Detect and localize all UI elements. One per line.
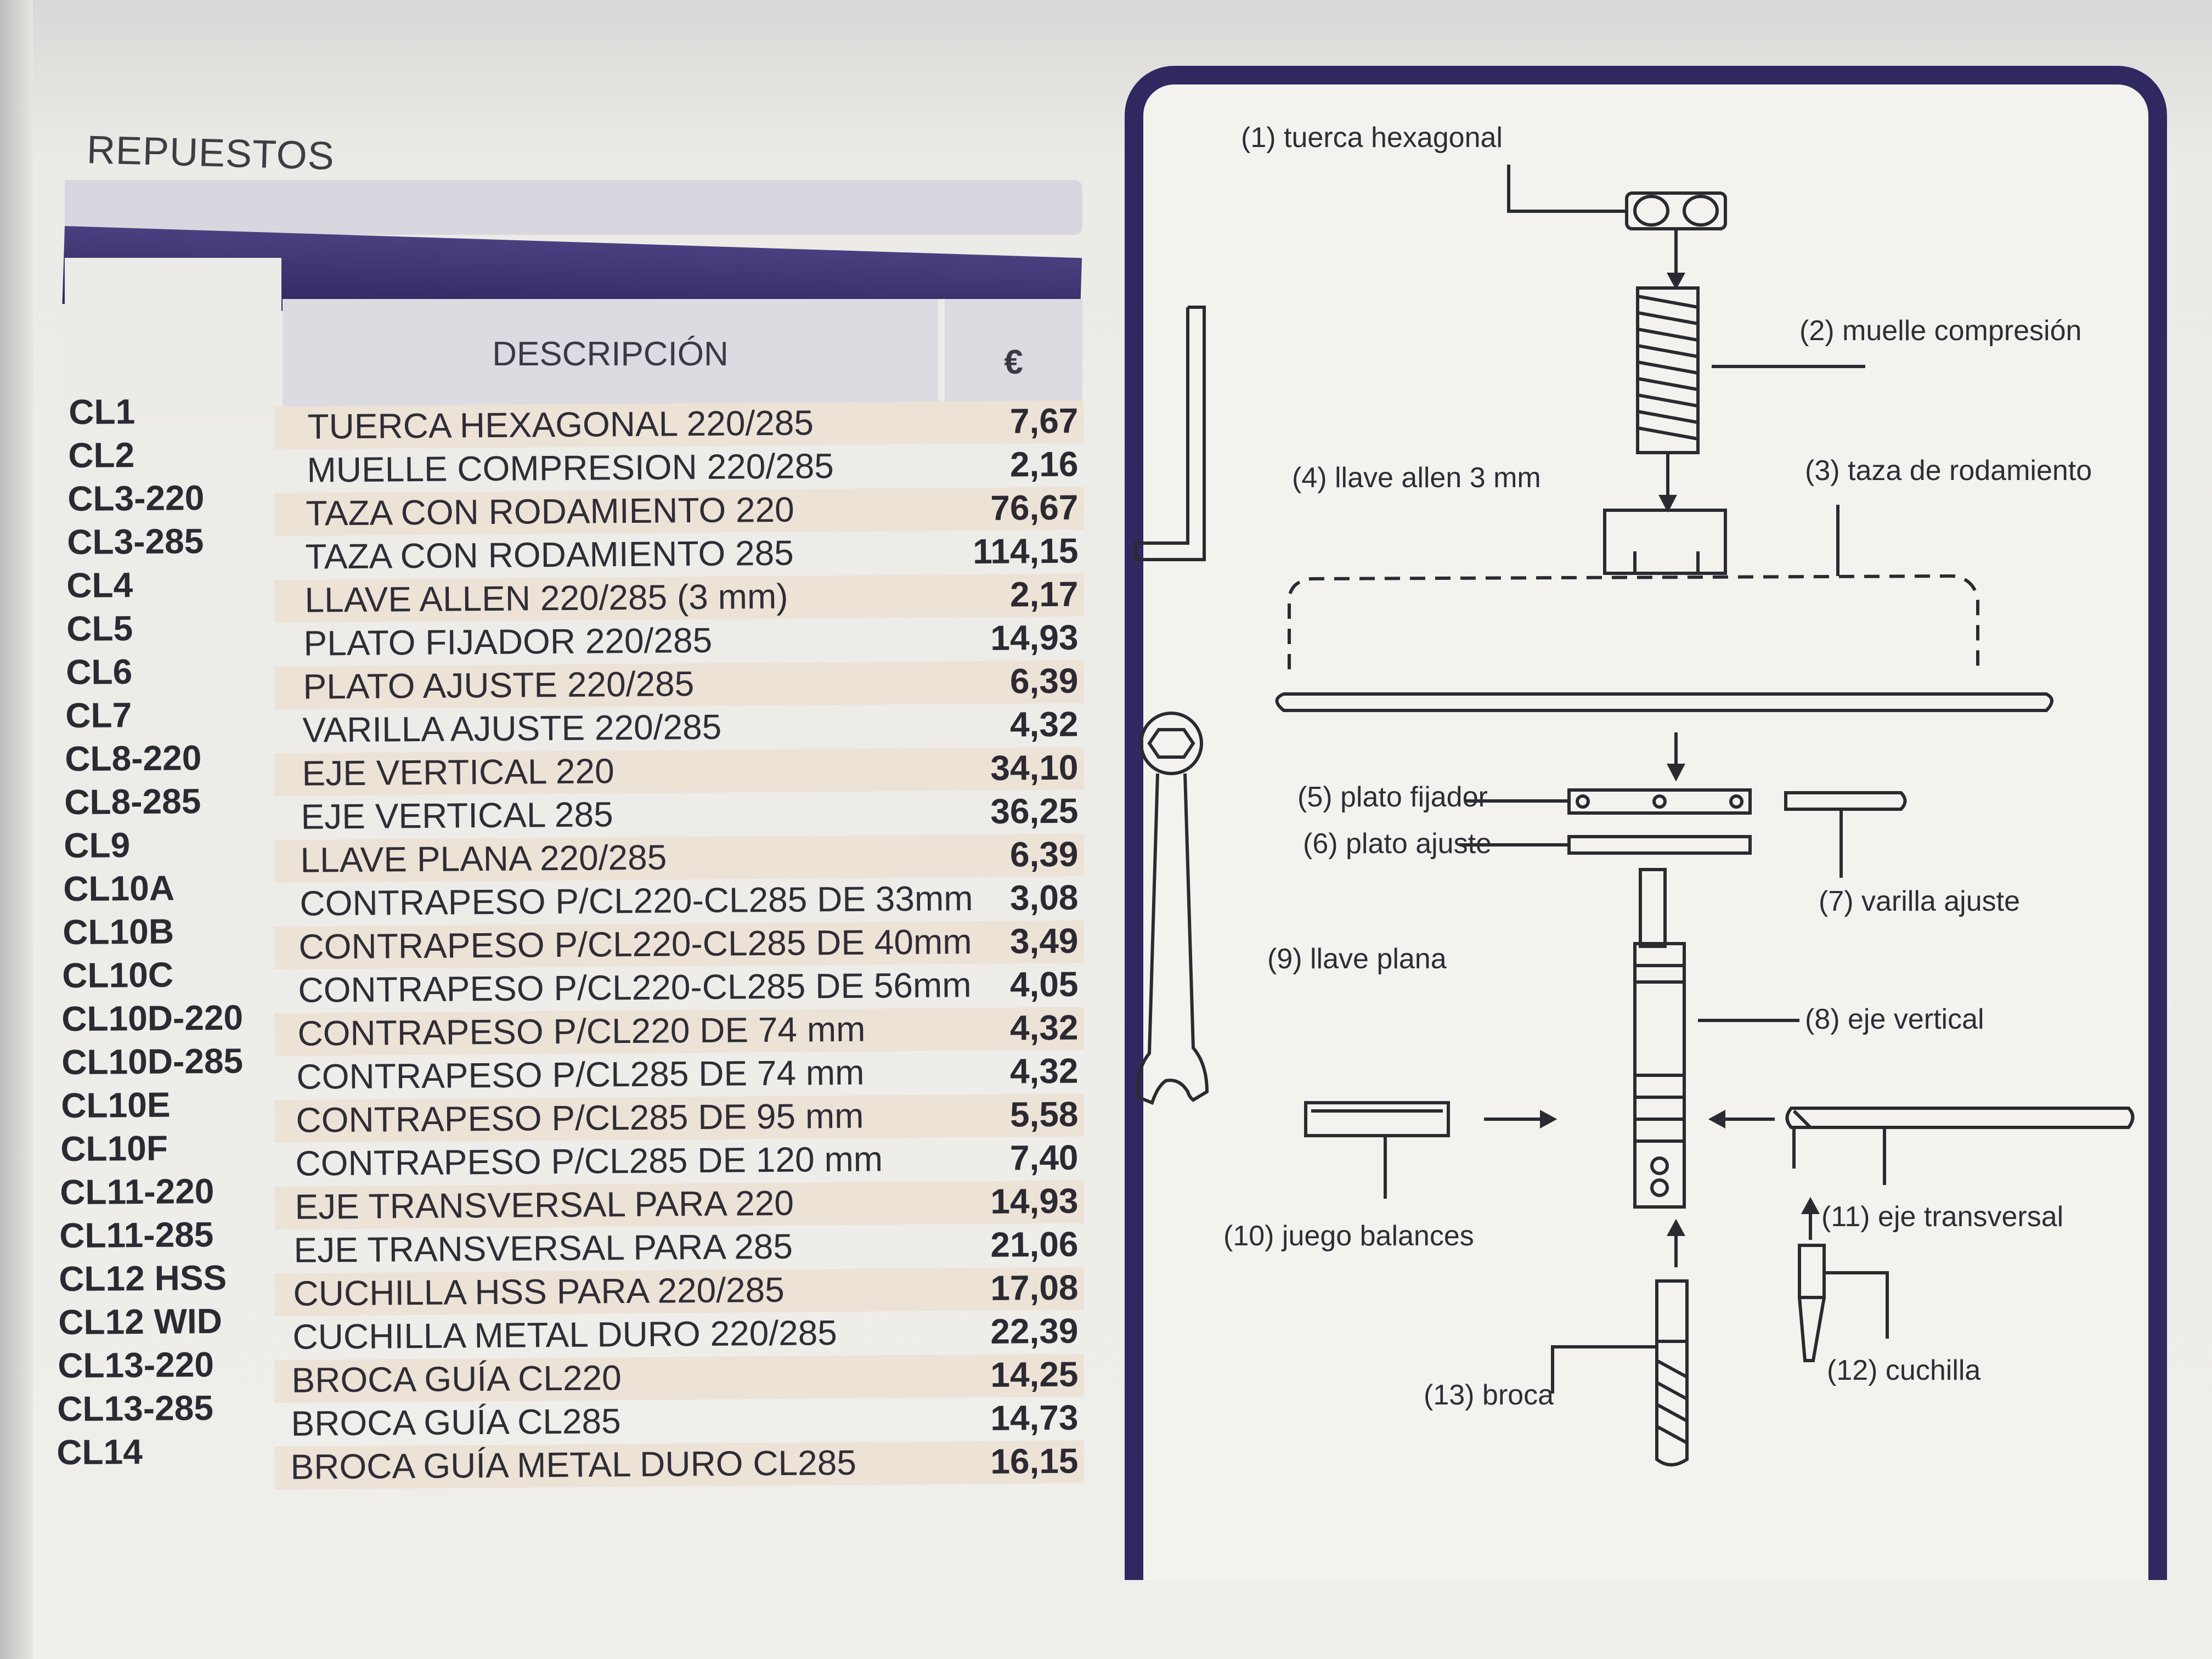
part-code: CL11-220 — [60, 1171, 215, 1212]
vertical-shaft-drawing — [1633, 868, 1799, 1209]
part-code: CL10F — [60, 1128, 168, 1169]
part-code: CL12 HSS — [59, 1257, 227, 1299]
exploded-diagram: (1) tuerca hexagonal (2) muelle compresi… — [1134, 122, 2135, 1466]
part-code: CL3-285 — [67, 521, 204, 562]
allen-key-drawing — [1134, 306, 1206, 561]
diagram-frame — [1125, 66, 2167, 1580]
cutting-blade-drawing — [1798, 1197, 1889, 1362]
compression-spring-drawing — [1636, 286, 1865, 513]
open-wrench-drawing — [1136, 712, 1209, 1105]
part-description: BROCA GUÍA METAL DURO CL285 — [290, 1442, 857, 1487]
part-code: CL10B — [63, 911, 174, 952]
label-part-4: (4) llave allen 3 mm — [1292, 462, 1541, 494]
part-code: CL14 — [57, 1431, 143, 1472]
label-part-7: (7) varilla ajuste — [1819, 885, 2020, 917]
label-part-3: (3) taza de rodamiento — [1805, 455, 2092, 487]
part-code: CL10D-220 — [61, 997, 244, 1039]
label-part-2: (2) muelle compresión — [1799, 315, 2081, 347]
part-code: CL8-285 — [64, 781, 201, 822]
part-code: CL10C — [62, 955, 174, 996]
header-price: € — [1004, 343, 1023, 381]
adjusting-plate-drawing — [1459, 835, 1752, 855]
label-part-8: (8) eje vertical — [1805, 1003, 1984, 1035]
drill-bit-drawing — [1551, 1279, 1689, 1466]
part-price: 16,15 — [990, 1441, 1079, 1481]
part-code: CL11-285 — [59, 1214, 214, 1256]
part-code: CL5 — [66, 608, 133, 649]
part-code: CL9 — [64, 825, 131, 866]
label-part-5: (5) plato fijador — [1297, 781, 1488, 813]
label-part-12: (12) cuchilla — [1827, 1355, 1980, 1386]
part-code: CL1 — [69, 392, 136, 432]
adjusting-rod-drawing — [1784, 791, 1907, 878]
bearing-cup-drawing — [1275, 505, 2053, 782]
book-spine — [0, 0, 33, 1659]
label-part-9: (9) llave plana — [1267, 943, 1447, 975]
transverse-shaft-drawing — [1666, 1107, 2135, 1267]
part-code: CL3-220 — [67, 478, 205, 519]
label-part-11: (11) eje transversal — [1821, 1201, 2063, 1233]
code-column-header — [65, 258, 281, 422]
part-code: CL10E — [61, 1085, 171, 1126]
part-code: CL13-285 — [57, 1387, 214, 1429]
header-description: DESCRIPCIÓN — [492, 335, 729, 373]
header-separator — [938, 299, 945, 422]
part-code: CL10A — [63, 868, 175, 909]
part-code: CL7 — [65, 695, 132, 736]
part-code: CL8-220 — [65, 738, 202, 779]
part-code: CL6 — [66, 652, 133, 692]
label-part-1: (1) tuerca hexagonal — [1241, 122, 1503, 154]
hex-nut-drawing — [1507, 165, 1727, 290]
label-part-10: (10) juego balances — [1223, 1220, 1474, 1252]
balance-set-drawing — [1304, 1101, 1558, 1199]
part-code: CL2 — [68, 435, 135, 476]
fixing-plate-drawing — [1465, 788, 1752, 815]
table-row: CL14 BROCA GUÍA METAL DURO CL285 16,15 — [0, 1424, 1098, 1490]
part-code: CL4 — [66, 565, 133, 606]
label-part-13: (13) broca — [1424, 1379, 1554, 1411]
label-part-6: (6) plato ajuste — [1303, 828, 1492, 860]
part-code: CL10D-285 — [61, 1041, 244, 1082]
part-code: CL12 WID — [58, 1301, 223, 1342]
title-band — [65, 180, 1082, 235]
part-code: CL13-220 — [58, 1344, 215, 1386]
